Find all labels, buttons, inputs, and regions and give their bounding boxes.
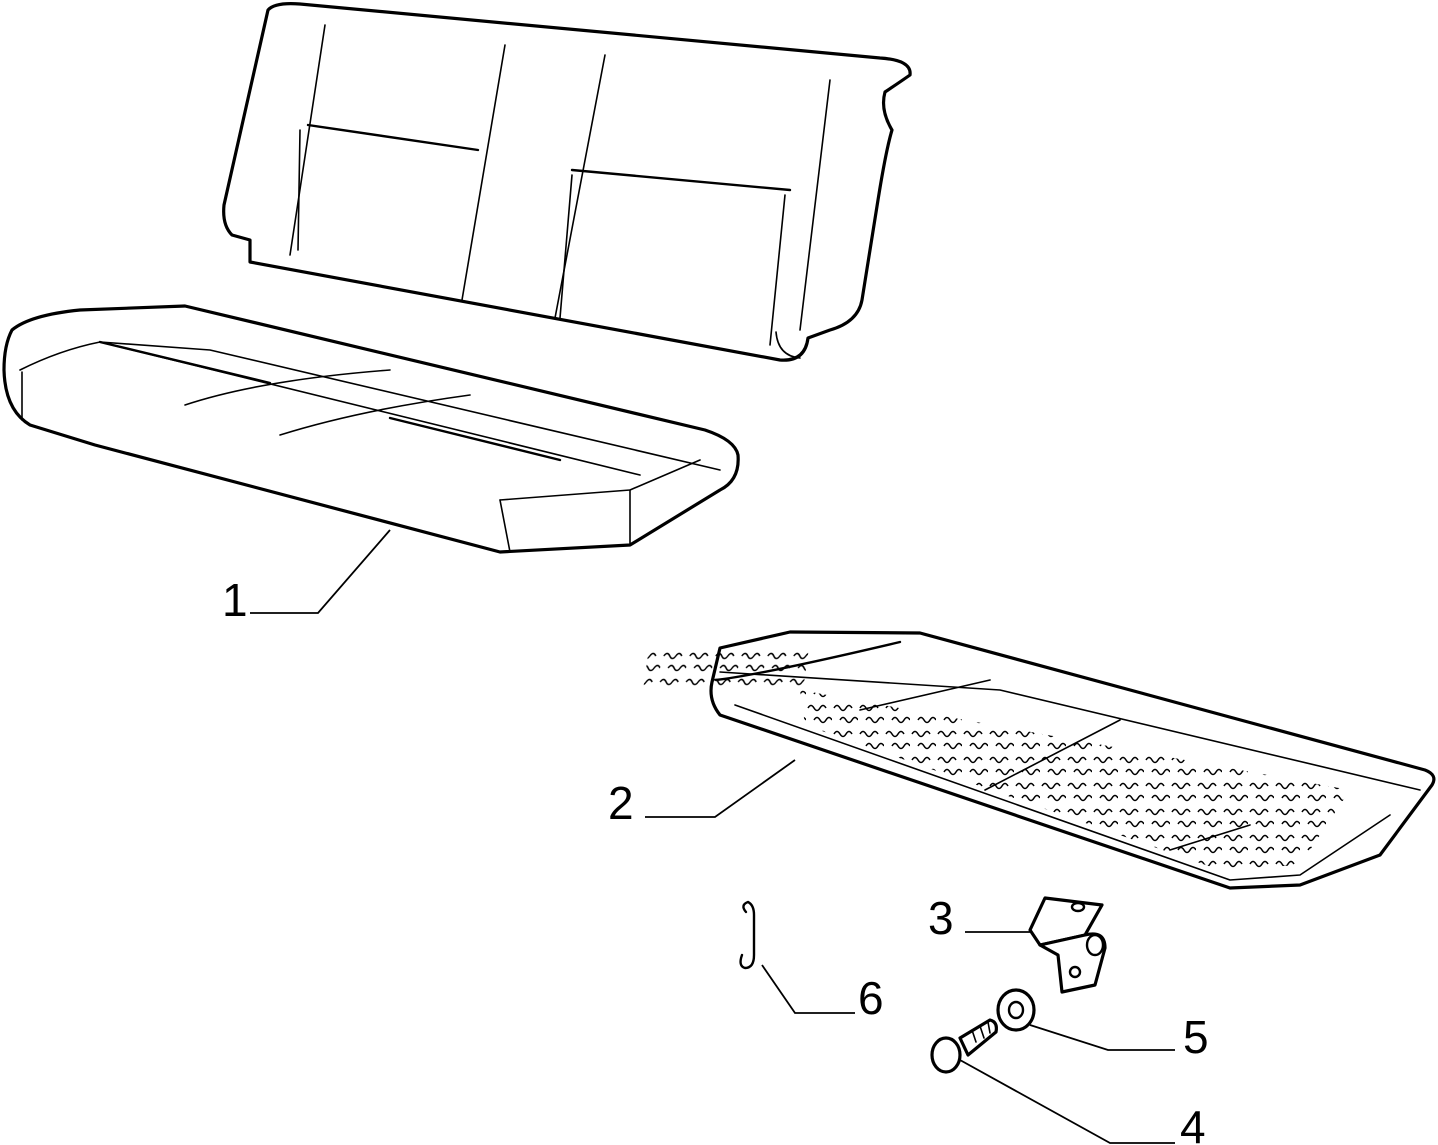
- seat-backrest: [222, 2, 912, 362]
- callout-2: 2: [608, 777, 634, 829]
- leader-lines: [250, 529, 1175, 1144]
- mounting-bracket: [1028, 896, 1107, 994]
- callout-5: 5: [1183, 1011, 1209, 1063]
- seat-cushion: [2, 304, 740, 554]
- seat-frame: [643, 630, 1436, 890]
- washer: [996, 988, 1036, 1032]
- hook-clip: [739, 900, 756, 970]
- callout-6: 6: [858, 972, 884, 1024]
- bolt: [930, 1018, 998, 1074]
- callout-3: 3: [928, 892, 954, 944]
- callout-4: 4: [1180, 1101, 1206, 1145]
- callout-1: 1: [222, 574, 248, 626]
